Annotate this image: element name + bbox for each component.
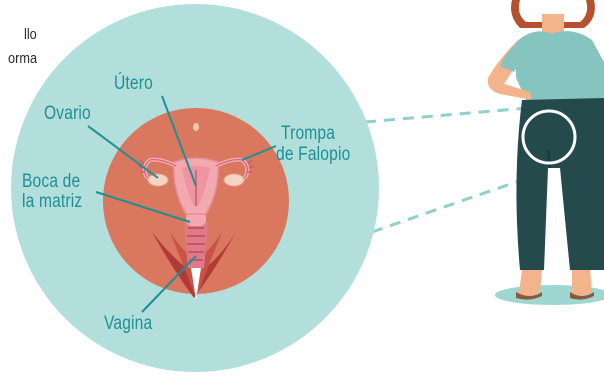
ovary-left — [148, 174, 168, 186]
cropped-text-line-2: orma — [8, 48, 37, 70]
label-trompa-line-1: Trompa — [281, 124, 335, 143]
label-boca-line-2: la matriz — [22, 192, 82, 211]
label-vagina: Vagina — [104, 314, 152, 333]
label-trompa-line-2: de Falopio — [276, 145, 350, 164]
shoe-left — [518, 270, 542, 297]
label-ovario: Ovario — [44, 104, 91, 123]
pants — [516, 98, 604, 270]
cropped-text-line-1: llo — [24, 24, 37, 46]
shoe-right — [572, 270, 592, 296]
label-boca-line-1: Boca de — [22, 172, 80, 191]
ovary-right — [224, 174, 244, 186]
navel-dot — [193, 123, 199, 131]
label-utero: Útero — [114, 74, 153, 93]
connector-line-upper — [365, 108, 528, 122]
